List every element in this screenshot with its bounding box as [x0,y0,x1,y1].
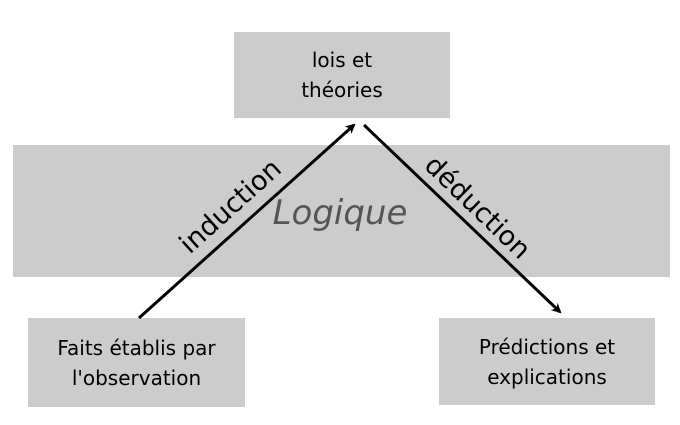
predictions-box: Prédictions et explications [439,318,655,405]
predictions-line2: explications [487,364,607,389]
observed-facts-box: Faits établis par l'observation [28,318,245,407]
induction-arrow [137,123,356,320]
logic-band [13,145,670,277]
observed-facts-line2: l'observation [71,365,202,390]
laws-theories-line2: théories [301,78,383,102]
predictions-line1: Prédictions et [478,334,616,359]
deduction-arrow [362,123,562,314]
logic-band-label: Logique [272,193,408,233]
laws-theories-box: lois et théories [234,32,450,118]
laws-theories-line1: lois et [311,48,373,72]
observed-facts-line1: Faits établis par [57,335,216,360]
